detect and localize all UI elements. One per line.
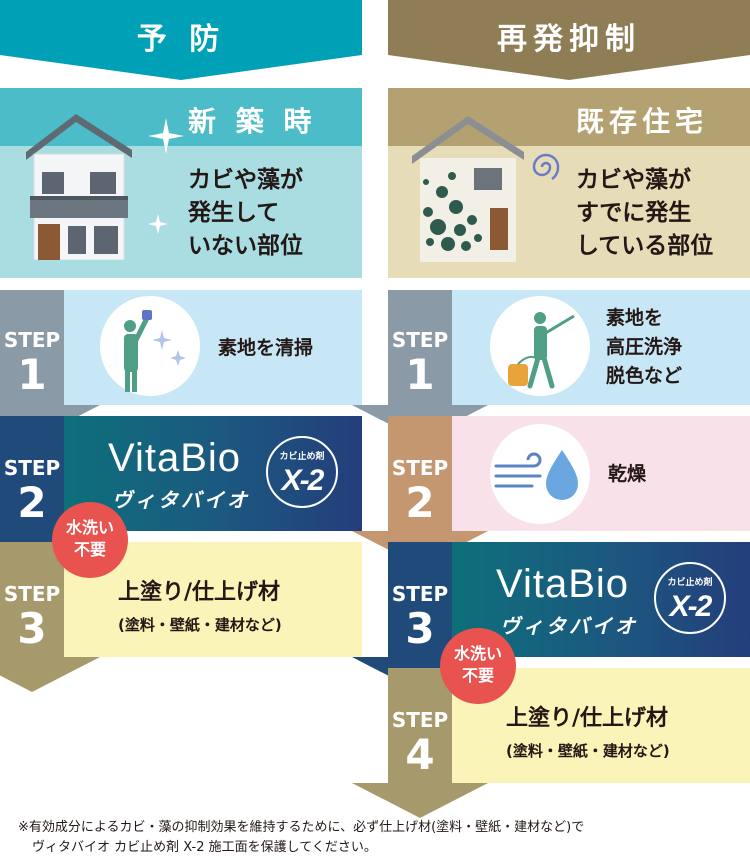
worker-pressure-washing-icon (490, 296, 590, 396)
badge-line: 水洗い (65, 518, 114, 537)
right-info-desc: カビや藻が すでに発生 している部位 (576, 164, 713, 263)
right-step-1-line: 脱色など (606, 365, 683, 387)
step-label: STEP (391, 708, 449, 732)
vitabio-tag: カビ止め剤 (279, 452, 325, 462)
vitabio-logo-kana: ヴィタバイオ (500, 614, 638, 638)
left-step-1-text: 素地を清掃 (218, 337, 314, 359)
left-step-3: STEP 3 上塗り/仕上げ材 (塗料・壁紙・建材など) (0, 542, 362, 692)
new-house-icon (26, 114, 132, 260)
no-rinse-badge: 水洗い 不要 (52, 502, 128, 578)
odor-swirl-icon (532, 153, 560, 181)
vitabio-x2-badge: カビ止め剤 X-2 (266, 436, 338, 508)
right-info-line: カビや藻が (576, 167, 691, 193)
right-step-4-title: 上塗り/仕上げ材 (506, 706, 669, 731)
left-step-2-tab (0, 416, 100, 566)
step-number: 1 (17, 350, 47, 399)
left-info-title: 新 築 時 (188, 105, 317, 138)
left-info-line: カビや藻が (188, 167, 303, 193)
left-step-3-tab (0, 542, 100, 692)
vitabio-logo-name: VitaBio (496, 562, 630, 606)
right-step-4: STEP 4 上塗り/仕上げ材 (塗料・壁紙・建材など) (352, 668, 750, 818)
footnote-line: ※有効成分によるカビ・藻の抑制効果を維持するために、必ず仕上げ材(塗料・壁紙・建… (18, 820, 585, 835)
left-step-3-title: 上塗り/仕上げ材 (118, 580, 281, 605)
step-label: STEP (391, 328, 449, 352)
right-step-1-tab (352, 290, 488, 440)
left-header: 予 防 (0, 0, 362, 80)
left-info-box: 新 築 時 カビや藻が 発生して いない部位 (0, 88, 362, 278)
left-info-line: 発生して (188, 200, 280, 226)
step-number: 2 (17, 478, 47, 527)
badge-line: 水洗い (453, 644, 502, 663)
right-info-title: 既存住宅 (576, 105, 709, 138)
step-number: 2 (405, 478, 435, 527)
step-label: STEP (391, 582, 449, 606)
right-step-2-tab (352, 416, 488, 566)
right-step-3: STEP 3 VitaBio ヴィタバイオ カビ止め剤 X-2 (352, 542, 750, 692)
right-info-line: すでに発生 (576, 200, 692, 226)
right-info-box: 既存住宅 カビや藻が すでに発生 している部位 (388, 88, 750, 278)
right-info-line: している部位 (576, 233, 714, 259)
wind-droplet-icon (490, 424, 590, 524)
vitabio-tag: カビ止め剤 (667, 578, 713, 588)
left-step-3-sub: (塗料・壁紙・建材など) (118, 616, 282, 634)
step-label: STEP (3, 582, 61, 606)
step-number: 3 (405, 604, 435, 653)
step-label: STEP (391, 456, 449, 480)
vitabio-x2-badge: カビ止め剤 X-2 (654, 562, 726, 634)
left-header-arrow (0, 0, 362, 80)
right-step-3-tab (352, 542, 488, 692)
left-step-1: STEP 1 素地を清掃 (0, 290, 362, 440)
step-number: 4 (405, 730, 435, 779)
right-header: 再発抑制 (388, 0, 750, 80)
left-info-desc: カビや藻が 発生して いない部位 (188, 164, 303, 263)
footnote-line: ヴィタバイオ カビ止め剤 X-2 施工面を保護してください。 (32, 840, 377, 855)
vitabio-model: X-2 (669, 590, 713, 623)
right-step-1: STEP 1 素地を 高圧洗浄 脱色など (352, 290, 750, 440)
vitabio-logo-name: VitaBio (108, 436, 242, 480)
right-step-2: STEP 2 乾燥 (352, 416, 750, 566)
step-label: STEP (3, 456, 61, 480)
right-step-4-sub: (塗料・壁紙・建材など) (506, 742, 670, 760)
sparkle-icon (148, 118, 184, 234)
worker-cleaning-icon (100, 296, 200, 396)
right-header-arrow (388, 0, 750, 80)
left-header-title: 予 防 (136, 22, 226, 57)
right-step-1-text: 素地を 高圧洗浄 脱色など (606, 304, 682, 391)
moldy-house-icon (412, 116, 524, 262)
right-step-1-line: 素地を (606, 307, 664, 329)
badge-line: 不要 (461, 666, 494, 685)
left-step-1-tab (0, 290, 100, 440)
step-number: 3 (17, 604, 47, 653)
right-step-1-line: 高圧洗浄 (606, 336, 683, 358)
footnote: ※有効成分によるカビ・藻の抑制効果を維持するために、必ず仕上げ材(塗料・壁紙・建… (18, 818, 584, 858)
vitabio-model: X-2 (281, 464, 325, 497)
left-info-line: いない部位 (188, 233, 303, 259)
step-label: STEP (3, 328, 61, 352)
right-step-4-tab (352, 668, 488, 818)
right-step-2-text: 乾燥 (608, 463, 647, 485)
vitabio-logo-kana: ヴィタバイオ (112, 488, 250, 512)
right-header-title: 再発抑制 (497, 22, 641, 57)
no-rinse-badge: 水洗い 不要 (440, 628, 516, 704)
step-number: 1 (405, 350, 435, 399)
badge-line: 不要 (73, 540, 106, 559)
